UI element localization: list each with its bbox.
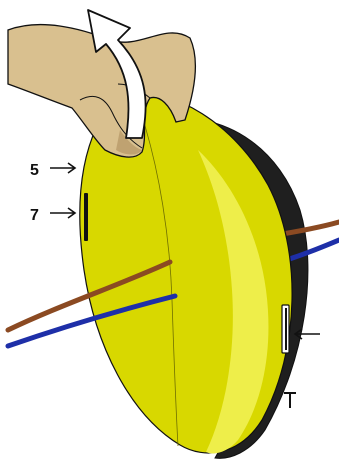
right-arrow-icon (50, 208, 75, 218)
left-slot (84, 193, 88, 241)
latch-mark (284, 393, 296, 408)
callout-5: 5 (30, 162, 75, 179)
callout-7-label: 7 (30, 207, 39, 224)
callout-5-label: 5 (30, 162, 39, 179)
right-slot-inner (285, 308, 287, 350)
callout-7: 7 (30, 207, 75, 224)
right-arrow-icon (50, 163, 75, 173)
left-arrow-icon (295, 329, 320, 339)
